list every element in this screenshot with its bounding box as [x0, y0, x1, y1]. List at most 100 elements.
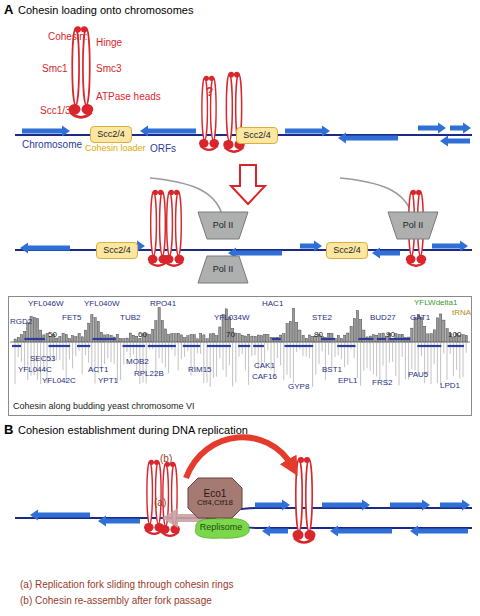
- profile-bar: [350, 326, 352, 342]
- part-name: Smc3: [96, 64, 122, 75]
- profile-bar: [267, 343, 268, 350]
- gene-name: GYP8: [288, 383, 309, 391]
- profile-bar: [363, 343, 364, 371]
- profile-bar: [447, 343, 448, 380]
- orf-arrow: [262, 526, 288, 537]
- profile-bar: [168, 335, 170, 342]
- gene-mark: [48, 345, 70, 347]
- profile-bar: [203, 343, 204, 383]
- profile-bar: [312, 343, 313, 387]
- profile-bar: [373, 343, 374, 374]
- sister-chromatid: [215, 508, 472, 517]
- profile-bar: [446, 329, 448, 342]
- profile-bar: [462, 335, 464, 342]
- orf-arrow: [322, 500, 370, 511]
- profile-bar: [430, 334, 432, 342]
- gene-name: EPL1: [338, 377, 358, 385]
- orf-arrow: [390, 500, 430, 511]
- axis-number: 50: [48, 331, 57, 339]
- profile-bar: [255, 343, 256, 355]
- profile-bar: [436, 318, 438, 342]
- profile-bar: [383, 343, 384, 366]
- profile-bar: [331, 343, 332, 368]
- gene-name: TUB2: [120, 314, 140, 322]
- profile-bar: [280, 343, 281, 365]
- profile-bar: [75, 336, 77, 342]
- profile-bar: [62, 333, 64, 342]
- profile-bar: [402, 343, 403, 357]
- gene-mark: [238, 345, 250, 347]
- node-label: Eco1: [204, 488, 227, 499]
- profile-bar: [277, 343, 278, 358]
- profile-bar: [411, 343, 412, 369]
- profile-bar: [312, 336, 314, 342]
- orf-arrow: [450, 123, 471, 134]
- profile-bar: [91, 315, 93, 342]
- orf-arrow: [30, 510, 90, 521]
- profile-bar: [254, 336, 256, 342]
- part-name: Smc1: [42, 64, 68, 75]
- orf-arrow: [140, 126, 196, 137]
- profile-bar: [132, 335, 134, 342]
- profile-bar: [395, 343, 396, 376]
- gene-name: CAF16: [252, 373, 277, 381]
- profile-bar: [197, 343, 198, 353]
- gene-name: GAT1: [410, 314, 430, 322]
- profile-bar: [235, 333, 237, 342]
- profile-bar: [200, 343, 201, 354]
- gene-name: RPO41: [150, 300, 176, 308]
- profile-bar: [440, 343, 441, 385]
- profile-bar: [260, 336, 262, 342]
- gene-name: tRNA: [452, 309, 471, 317]
- replisome-blob: Replisome: [190, 517, 252, 539]
- profile-bar: [450, 343, 451, 354]
- polymerase-shape-fill: [198, 256, 248, 283]
- node-label: Scc2/4: [333, 246, 361, 256]
- profile-bar: [181, 343, 182, 359]
- gene-mark: [448, 345, 465, 347]
- profile-bar: [174, 334, 176, 342]
- cohesin-ring: [293, 457, 316, 543]
- profile-bar: [212, 333, 214, 342]
- gene-name: YFL044C: [18, 366, 52, 374]
- gene-name: ACT1: [88, 366, 108, 374]
- orf-arrow: [285, 126, 330, 137]
- profile-bar: [431, 343, 432, 384]
- legend-note: (b) Cohesin re-assembly after fork passa…: [20, 596, 212, 607]
- polymerase-shape: Pol II: [388, 212, 438, 239]
- profile-bar: [152, 329, 154, 342]
- gene-name: STE2: [312, 314, 332, 322]
- profile-bar: [257, 335, 259, 342]
- profile-bar: [337, 335, 339, 342]
- profile-bar: [219, 327, 221, 342]
- profile-bar: [68, 339, 70, 342]
- sister-chromatid: [215, 519, 472, 528]
- profile-bar: [21, 343, 22, 362]
- loader-box: Scc2/4Cohesin loader: [90, 126, 132, 143]
- profile-bar: [120, 343, 121, 380]
- profile-bar: [338, 343, 339, 355]
- eco1-octagon-fill: [188, 478, 242, 518]
- profile-bar: [415, 343, 416, 370]
- profile-bar: [251, 336, 253, 342]
- axis-number: 60: [138, 331, 147, 339]
- loader-box: Scc2/4: [326, 242, 368, 259]
- profile-bar: [133, 343, 134, 354]
- profile-bar: [168, 343, 169, 373]
- cohesin-ring: [148, 190, 168, 266]
- profile-bar: [136, 336, 138, 342]
- gene-name: FRS2: [372, 379, 392, 387]
- profile-bar: [399, 343, 400, 385]
- profile-bar: [353, 319, 355, 342]
- profile-bar: [463, 343, 464, 377]
- profile-bar: [196, 339, 198, 342]
- profile-bar: [78, 334, 80, 342]
- gene-name: MOB2: [126, 358, 149, 366]
- part-name: ORFs: [150, 144, 176, 155]
- profile-bar: [238, 333, 240, 342]
- profile-bar: [459, 343, 460, 379]
- replisome-fill: [195, 518, 249, 538]
- cohesin-ring: [199, 76, 219, 150]
- gene-name: SEC53: [30, 355, 55, 363]
- profile-bar: [24, 331, 26, 342]
